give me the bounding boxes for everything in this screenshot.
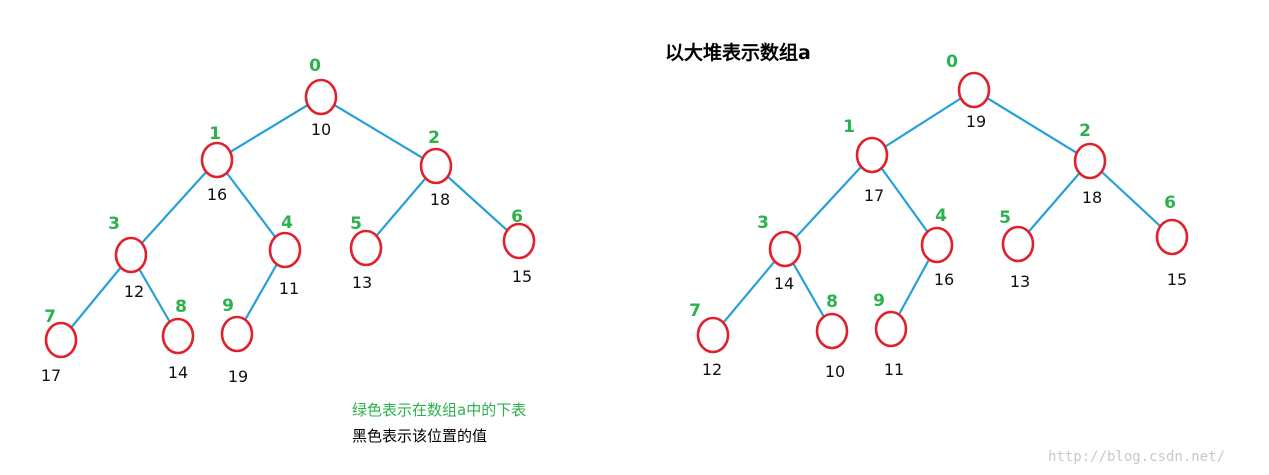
edge-1-4: [871, 154, 938, 246]
node-value-label: 18: [430, 190, 450, 209]
heap-node-5: [349, 229, 383, 267]
node-index-label: 7: [44, 307, 56, 327]
heap-node-6: [502, 222, 536, 260]
edge-1-3: [784, 154, 873, 250]
edge-1-3: [130, 159, 218, 256]
node-value-label: 15: [512, 267, 532, 286]
heap-node-2: [419, 147, 453, 185]
node-index-label: 8: [175, 297, 187, 317]
node-value-label: 15: [1167, 270, 1187, 289]
heap-node-8: [815, 312, 849, 350]
node-value-label: 14: [774, 274, 794, 293]
edge-3-7: [712, 248, 786, 336]
heap-node-4: [920, 226, 954, 264]
node-value-label: 10: [825, 362, 845, 381]
heap-node-8: [161, 317, 195, 355]
node-value-label: 12: [124, 282, 144, 301]
node-index-label: 4: [281, 213, 293, 233]
node-value-label: 11: [279, 279, 299, 298]
heap-node-9: [874, 310, 908, 348]
heap-node-3: [114, 236, 148, 274]
node-index-label: 4: [935, 206, 947, 226]
node-index-label: 9: [222, 296, 234, 316]
node-value-label: 12: [702, 360, 722, 379]
heap-node-2: [1073, 142, 1107, 180]
node-value-label: 18: [1082, 188, 1102, 207]
heap-node-9: [220, 315, 254, 353]
node-index-label: 2: [1079, 121, 1091, 141]
legend-green: 绿色表示在数组a中的下表: [352, 401, 526, 419]
edge-2-5: [365, 165, 437, 249]
node-index-label: 1: [209, 124, 221, 144]
heap-node-7: [696, 316, 730, 354]
heap-node-4: [268, 231, 302, 269]
node-index-label: 2: [428, 128, 440, 148]
tree-max-heap: 0 19 1 17 2 18 3 14 4 16 5 13 6 15 7 12 8 10 9 11: [689, 52, 1189, 381]
node-index-label: 0: [946, 52, 958, 72]
node-value-label: 11: [884, 360, 904, 379]
watermark: http://blog.csdn.net/: [1048, 449, 1225, 465]
node-index-label: 0: [309, 56, 321, 76]
heap-node-0: [304, 78, 338, 116]
edge-3-7: [60, 254, 132, 341]
node-value-label: 16: [934, 270, 954, 289]
diagram-title: 以大堆表示数组a: [665, 41, 811, 64]
edge-2-6: [435, 165, 520, 242]
tree-original: 0 10 1 16 2 18 3 12 4 11 5 13 6 15 7 17 8 14 9 19: [41, 56, 536, 386]
node-index-label: 3: [757, 213, 769, 233]
edge-2-5: [1017, 160, 1091, 245]
node-value-label: 13: [352, 273, 372, 292]
heap-node-1: [855, 136, 889, 174]
heap-node-7: [44, 321, 78, 359]
node-value-label: 19: [228, 367, 248, 386]
node-value-label: 14: [168, 363, 188, 382]
heap-node-6: [1155, 218, 1189, 256]
node-value-label: 19: [966, 112, 986, 131]
node-index-label: 6: [1164, 193, 1176, 213]
edge-0-2: [973, 89, 1091, 162]
node-index-label: 8: [826, 292, 838, 312]
heap-node-1: [200, 141, 234, 179]
node-index-label: 7: [689, 301, 701, 321]
node-index-label: 9: [873, 291, 885, 311]
node-index-label: 6: [511, 207, 523, 227]
node-value-label: 16: [207, 185, 227, 204]
edge-0-1: [216, 96, 322, 161]
heap-node-3: [768, 230, 802, 268]
node-value-label: 13: [1010, 272, 1030, 291]
legend-black: 黑色表示该位置的值: [352, 427, 487, 445]
node-value-label: 10: [311, 120, 331, 139]
node-index-label: 5: [350, 214, 362, 234]
node-value-label: 17: [864, 186, 884, 205]
node-index-label: 5: [999, 208, 1011, 228]
edge-0-2: [320, 96, 437, 167]
edge-2-6: [1089, 160, 1173, 238]
node-index-label: 3: [108, 214, 120, 234]
heap-node-0: [957, 71, 991, 109]
edge-1-4: [216, 159, 286, 251]
edge-0-1: [871, 89, 975, 156]
node-index-label: 1: [843, 117, 855, 137]
heap-node-5: [1001, 225, 1035, 263]
node-value-label: 17: [41, 366, 61, 385]
